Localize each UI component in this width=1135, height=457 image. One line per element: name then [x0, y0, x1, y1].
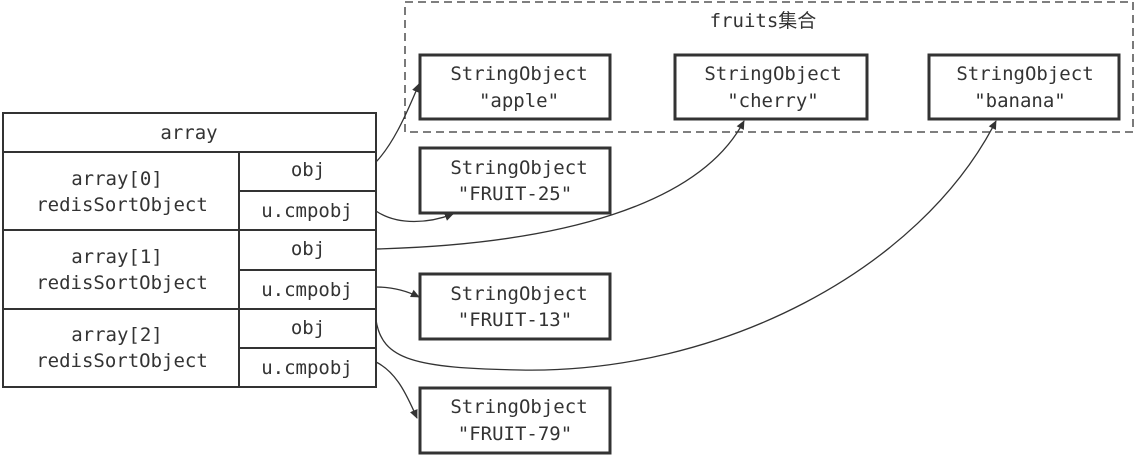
fruits-set-group: fruits集合: [404, 1, 1134, 133]
array-row-2-index-cell: [2, 308, 240, 388]
string-object-cherry-type: StringObject: [704, 63, 841, 85]
arrow-row-2-obj-to-banana: [375, 120, 997, 371]
sort-array-table: array array[0] redisSortObject obj u.cmp…: [2, 112, 377, 388]
array-row-0-cmpobj-label: u.cmpobj: [261, 200, 353, 222]
string-object-apple-box: [418, 53, 612, 121]
array-row-0-index-cell: [2, 151, 240, 231]
array-row-2-index-label: array[2]: [71, 324, 163, 346]
string-object-cherry-box: [673, 53, 869, 121]
array-row-0-type-label: redisSortObject: [36, 194, 208, 216]
pointer-arrows: [375, 83, 997, 419]
array-header-label: array: [160, 122, 217, 144]
arrow-row-1-cmpobj-to-fruit-13: [375, 286, 420, 298]
string-object-fruit-13-type: StringObject: [450, 283, 587, 305]
string-object-apple-value: "apple": [479, 90, 559, 112]
string-object-apple-type: StringObject: [450, 63, 587, 85]
string-object-fruit-25: StringObject "FRUIT-25": [418, 146, 612, 215]
string-object-banana-value: "banana": [974, 90, 1066, 112]
arrow-row-0-obj-to-apple: [375, 83, 420, 163]
string-object-fruit-13-box: [418, 272, 612, 341]
array-row-0: array[0] redisSortObject obj u.cmpobj: [2, 151, 377, 231]
string-object-fruit-13: StringObject "FRUIT-13": [418, 272, 612, 341]
array-row-2-cmpobj-cell: [238, 347, 377, 388]
fruits-set-label: fruits集合: [710, 10, 817, 32]
string-object-banana-type: StringObject: [956, 63, 1093, 85]
string-object-cherry: StringObject "cherry": [673, 53, 869, 121]
array-row-0-obj-label: obj: [291, 159, 325, 181]
string-object-apple: StringObject "apple": [418, 53, 612, 121]
string-object-fruit-25-box: [418, 146, 612, 215]
string-objects: StringObject "apple" StringObject "cherr…: [418, 53, 1121, 455]
array-row-2-cmpobj-label: u.cmpobj: [261, 357, 353, 379]
string-object-fruit-79-box: [418, 386, 612, 455]
string-object-fruit-79: StringObject "FRUIT-79": [418, 386, 612, 455]
array-row-0-obj-cell: [238, 151, 377, 192]
array-row-1: array[1] redisSortObject obj u.cmpobj: [2, 229, 377, 310]
string-object-fruit-13-value: "FRUIT-13": [458, 309, 572, 331]
string-object-fruit-79-type: StringObject: [450, 396, 587, 418]
string-object-banana-box: [927, 53, 1121, 121]
array-row-2-obj-label: obj: [291, 317, 325, 339]
array-row-1-index-cell: [2, 229, 240, 310]
array-row-0-cmpobj-cell: [238, 190, 377, 231]
arrow-row-0-cmpobj-to-fruit-25: [375, 210, 454, 223]
arrow-row-2-cmpobj-to-fruit-79: [375, 361, 418, 419]
string-object-fruit-25-value: "FRUIT-25": [458, 183, 572, 205]
arrow-row-1-obj-to-cherry: [375, 120, 745, 250]
string-object-fruit-25-type: StringObject: [450, 157, 587, 179]
array-row-2: array[2] redisSortObject obj u.cmpobj: [2, 308, 377, 388]
array-header: [2, 112, 377, 153]
fruits-set-border: [404, 1, 1134, 133]
string-object-fruit-79-value: "FRUIT-79": [458, 423, 572, 445]
string-object-banana: StringObject "banana": [927, 53, 1121, 121]
string-object-cherry-value: "cherry": [727, 90, 819, 112]
array-row-0-index-label: array[0]: [71, 168, 163, 190]
array-row-1-index-label: array[1]: [71, 246, 163, 268]
array-row-1-cmpobj-label: u.cmpobj: [261, 279, 353, 301]
array-row-1-type-label: redisSortObject: [36, 272, 208, 294]
array-row-1-obj-label: obj: [291, 238, 325, 260]
array-row-2-type-label: redisSortObject: [36, 350, 208, 372]
